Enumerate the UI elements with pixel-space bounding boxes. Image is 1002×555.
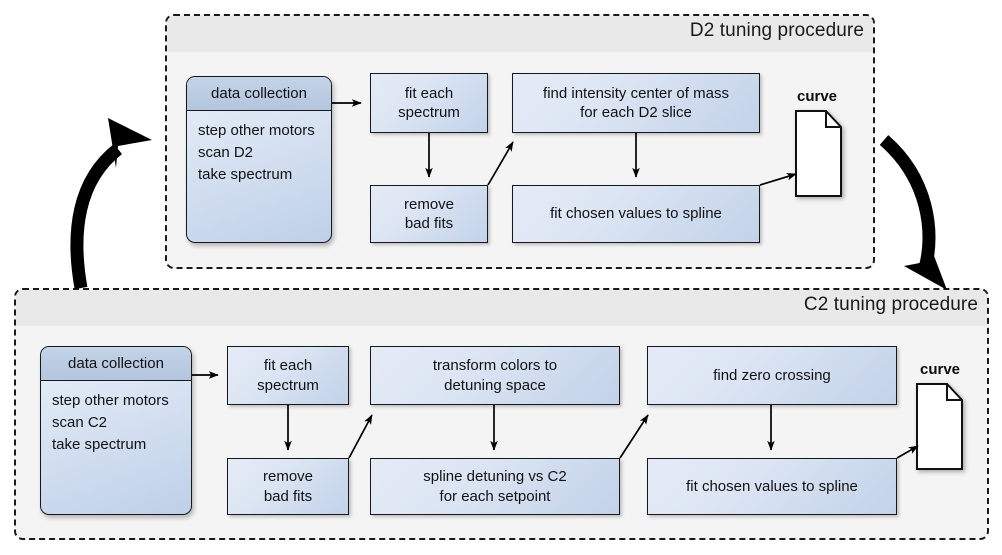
box-c2-find-zero-crossing-label: find zero crossing (713, 366, 831, 384)
d2-curve-document-icon (795, 110, 842, 197)
d2-curve-label: curve (796, 88, 838, 105)
c2-dc-line-3: take spectrum (52, 435, 147, 453)
d2-dc-line-3: take spectrum (198, 165, 293, 183)
thick-arrow-c2-to-d2 (70, 118, 152, 290)
c2-data-collection-header: data collection (41, 347, 191, 381)
c2-data-collection-body: step other motors scan C2 take spectrum (41, 381, 191, 456)
c2-dc-line-1: step other motors (52, 392, 169, 409)
d2-data-collection-box[interactable]: data collection step other motors scan D… (186, 76, 332, 243)
group-c2-titlebar (16, 290, 987, 326)
box-d2-fit-chosen-values-to-spline[interactable]: fit chosen values to spline (512, 185, 760, 243)
c2-curve-document-icon (916, 383, 963, 470)
c2-data-collection-box[interactable]: data collection step other motors scan C… (40, 346, 192, 515)
box-c2-fit-chosen-values-label: fit chosen values to spline (686, 477, 858, 495)
c2-dc-line-2: scan C2 (52, 413, 108, 431)
d2-data-collection-header: data collection (187, 77, 331, 111)
group-d2-titlebar (167, 16, 873, 52)
d2-data-collection-body: step other motors scan D2 take spectrum (187, 111, 331, 186)
thick-arrow-d2-to-c2 (879, 135, 947, 290)
group-d2-title: D2 tuning procedure (689, 20, 864, 41)
d2-dc-line-1: step other motors (198, 122, 315, 139)
box-c2-find-zero-crossing[interactable]: find zero crossing (647, 346, 897, 405)
box-c2-fit-chosen-values-to-spline[interactable]: fit chosen values to spline (647, 458, 897, 515)
c2-curve-label: curve (919, 361, 961, 378)
group-c2-title: C2 tuning procedure (803, 294, 978, 315)
d2-dc-line-2: scan D2 (198, 143, 254, 161)
box-d2-fit-chosen-values-label: fit chosen values to spline (550, 205, 722, 223)
